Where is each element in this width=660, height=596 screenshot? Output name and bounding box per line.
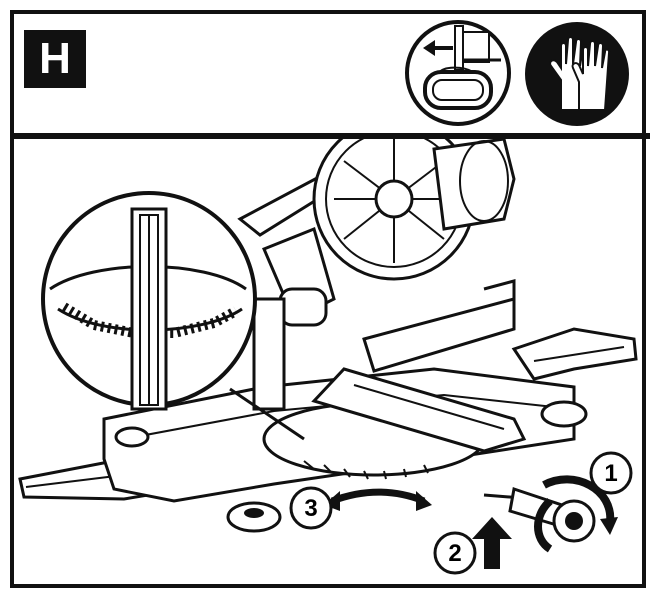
callout-2-label: 2 (448, 540, 461, 567)
callout-2: 2 (433, 531, 477, 575)
callout-1-label: 1 (604, 460, 617, 487)
header-divider (10, 133, 650, 139)
wear-gloves-icon (521, 18, 633, 130)
pull-out-arrow-icon (403, 18, 513, 128)
callout-3-label: 3 (304, 495, 317, 522)
callout-1: 1 (589, 451, 633, 495)
outer-frame (10, 10, 646, 588)
miter-saw-illustration (18, 139, 638, 569)
callout-3: 3 (289, 486, 333, 530)
step-letter-badge: H (24, 30, 86, 88)
